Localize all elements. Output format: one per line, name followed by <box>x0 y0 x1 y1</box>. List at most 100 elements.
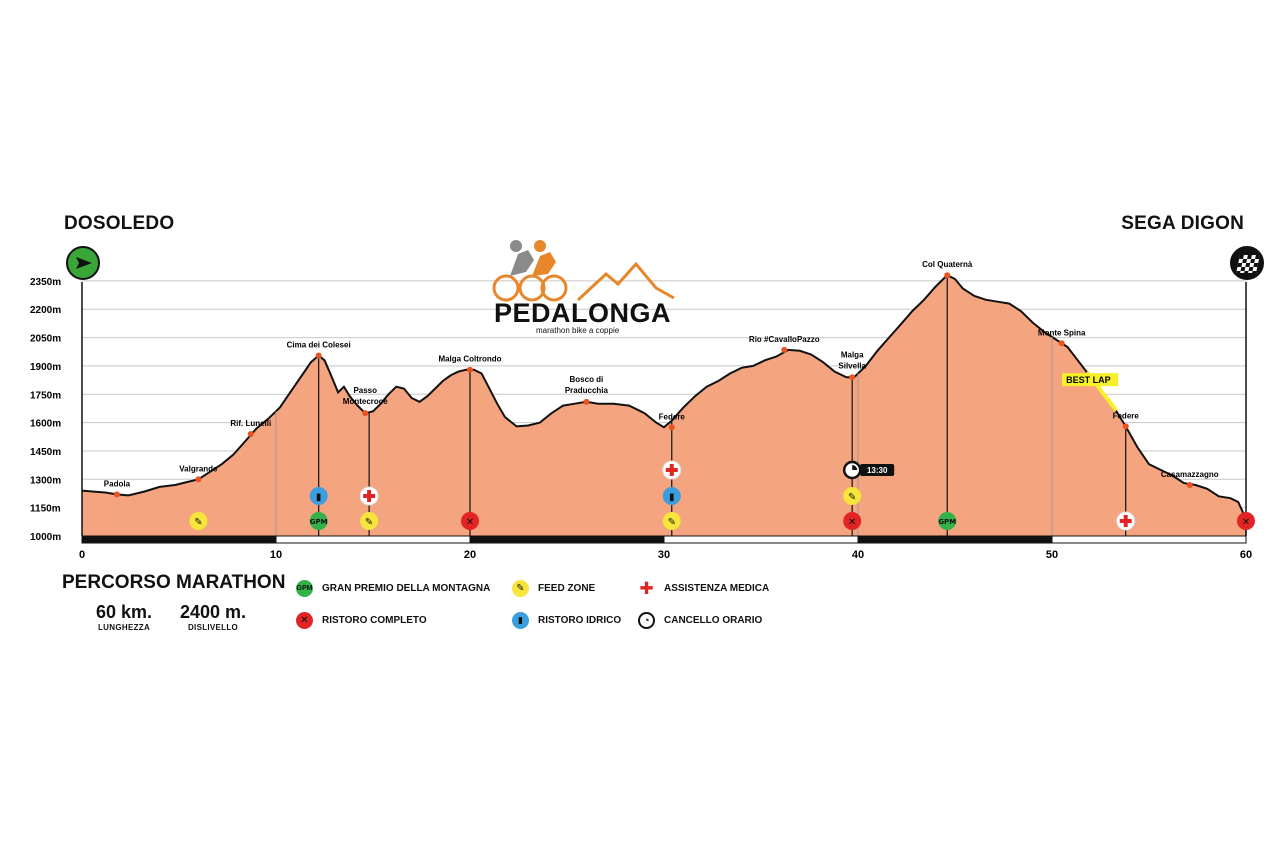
start-location: DOSOLEDO <box>64 213 175 234</box>
marker-circle <box>843 512 862 530</box>
water-marker: ▮ <box>309 487 328 505</box>
x-tick-label: 10 <box>270 549 282 561</box>
km-bar-segment <box>1051 535 1247 544</box>
gpm-marker: GPM <box>938 512 957 530</box>
full-marker: ✕ <box>461 512 479 530</box>
y-tick-label: 1900m <box>30 362 61 373</box>
marker-glyph: ✕ <box>1242 517 1250 528</box>
place-dot <box>781 346 788 353</box>
profile-area: BEST LAP <box>81 273 1247 536</box>
legend-medical: ✚ ASSISTENZA MEDICA <box>638 578 769 598</box>
place-dot <box>467 366 473 373</box>
place-dot <box>944 272 951 279</box>
marker-circle <box>309 512 328 530</box>
stat-length: 60 km. LUNGHEZZA <box>96 602 152 632</box>
x-tick-label: 50 <box>1046 549 1058 561</box>
marker-circle <box>309 487 328 505</box>
place-dot <box>195 476 202 483</box>
place-dot <box>583 398 590 405</box>
x-tick-label: 20 <box>464 549 476 561</box>
gpm-marker: GPM <box>309 512 328 530</box>
marker-glyph: ▮ <box>316 492 322 503</box>
km-bar-segment <box>81 535 277 544</box>
medical-marker <box>662 460 682 480</box>
place-dot <box>1122 423 1129 430</box>
gpm-icon: GPM <box>296 580 313 597</box>
legend-label: GRAN PREMIO DELLA MONTAGNA <box>322 583 491 594</box>
place-label: Col Quaternà <box>922 260 973 269</box>
marker-circle <box>662 512 681 530</box>
y-tick-label: 2050m <box>30 334 61 345</box>
axis-ticks: 1000m1150m1300m1450m1600m1750m1900m2050m… <box>30 277 1252 561</box>
place-label: Malga <box>841 350 864 359</box>
route-summary: PERCORSO MARATHON 60 km. LUNGHEZZA 2400 … <box>62 572 286 632</box>
clock-hand <box>852 465 858 470</box>
y-tick-label: 1000m <box>30 532 61 543</box>
place-label: Cima dei Colesei <box>287 341 351 350</box>
best-lap-badge <box>1062 373 1119 387</box>
full-marker: ✕ <box>843 512 862 530</box>
cross-bar-v <box>669 464 674 476</box>
medical-marker <box>1116 511 1136 531</box>
legend-gpm: GPM GRAN PREMIO DELLA MONTAGNA <box>296 580 490 597</box>
place-label-line2: Silvella <box>838 361 866 370</box>
place-label: Passo <box>353 386 377 395</box>
marker-circle <box>938 512 957 530</box>
feed-marker: ✎ <box>189 512 208 530</box>
logo-wordmark: PEDALONGA <box>494 298 672 328</box>
place-dot <box>113 491 120 498</box>
place-label: Valgrande <box>179 464 218 473</box>
marker-glyph: ✎ <box>848 492 856 503</box>
place-dot <box>315 352 322 359</box>
marker-circle <box>461 512 479 530</box>
marker-glyph: ✎ <box>365 517 373 528</box>
y-tick-label: 1600m <box>30 419 61 430</box>
logo-tagline: marathon bike a coppie <box>536 326 620 335</box>
cyclist-logo-icon <box>492 240 675 302</box>
profile-outline <box>81 273 1247 520</box>
cutoff-badge <box>860 464 895 476</box>
medical-cross-icon: ✚ <box>639 578 654 598</box>
length-label: LUNGHEZZA <box>98 623 151 632</box>
length-value: 60 km. <box>96 602 153 622</box>
cross-bar-v <box>367 490 372 502</box>
x-tick-label: 60 <box>1240 549 1252 561</box>
legend-label: CANCELLO ORARIO <box>664 615 763 626</box>
legend-full: ✕ RISTORO COMPLETO <box>296 612 427 629</box>
marker-circle <box>1237 512 1255 530</box>
place-dot <box>1058 340 1065 347</box>
km-bar-segment <box>275 535 471 544</box>
full-marker: ✕ <box>1237 512 1255 530</box>
place-dot <box>1186 481 1193 488</box>
x-tick-label: 0 <box>79 549 85 561</box>
place-label: Casamazzagno <box>1161 470 1219 479</box>
route-title: PERCORSO MARATHON <box>62 572 286 593</box>
place-label: Rio #CavalloPazzo <box>749 335 820 344</box>
feed-marker: ✎ <box>360 512 379 530</box>
place-label: Rif. Lunelli <box>230 419 271 428</box>
y-tick-label: 2350m <box>30 277 61 288</box>
water-marker: ▮ <box>662 487 681 505</box>
vertical-lines <box>81 275 1247 536</box>
best-lap-label: BEST LAP <box>1066 375 1111 385</box>
marker-glyph: ▮ <box>669 492 675 503</box>
clock-marker: 13:30 <box>842 460 895 480</box>
stat-climb: 2400 m. DISLIVELLO <box>180 602 246 632</box>
checkered-flag-icon <box>1230 246 1264 280</box>
legend-clock: ◔ CANCELLO ORARIO <box>638 612 762 629</box>
km-bar-segment <box>663 535 859 544</box>
marker-glyph: ✕ <box>466 517 474 528</box>
place-label-line2: Praducchia <box>565 386 609 395</box>
legend-label: RISTORO COMPLETO <box>322 615 427 626</box>
place-dot <box>247 430 254 437</box>
y-tick-label: 1150m <box>30 504 61 515</box>
place-dot <box>668 424 675 431</box>
cross-bar-v <box>1123 515 1128 527</box>
marker-glyph: GPM <box>310 518 328 526</box>
water-bottle-icon: ▮ <box>512 612 529 629</box>
legend-feed: ✎ FEED ZONE <box>512 580 595 597</box>
marker-glyph: ✎ <box>668 517 676 528</box>
